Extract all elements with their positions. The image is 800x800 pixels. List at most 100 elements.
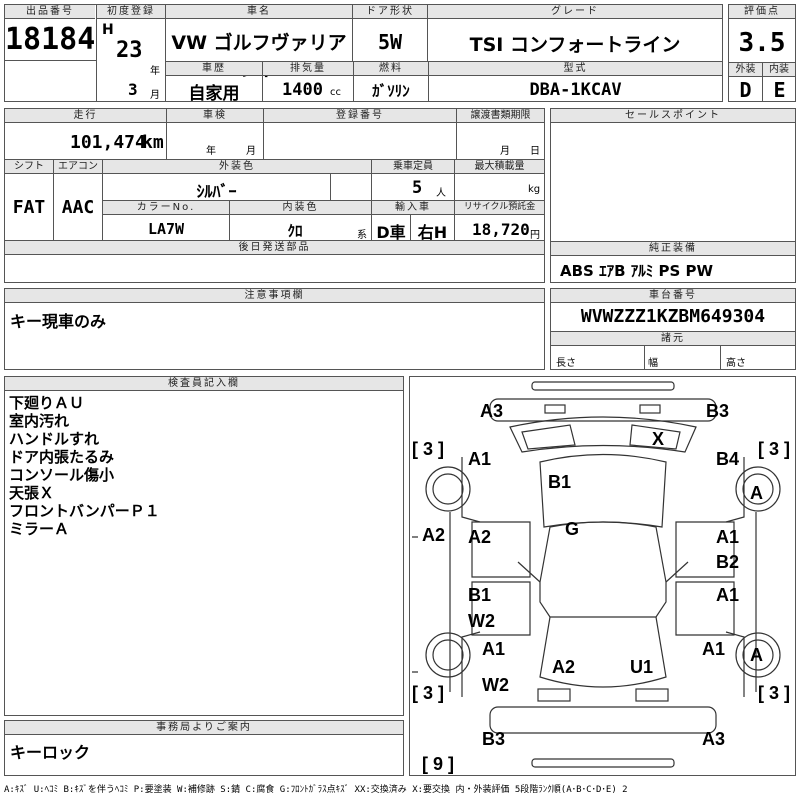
- import-maker: D車: [376, 223, 406, 242]
- capacity-label: 乗車定員: [372, 160, 454, 174]
- caution-text: キー現車のみ: [10, 312, 107, 331]
- reg-month-unit: 月: [150, 90, 160, 101]
- color-no: LA7W: [147, 220, 185, 238]
- inspector-line: 下廻りＡＵ: [9, 394, 85, 412]
- office-text: キーロック: [10, 743, 91, 762]
- grade-label: グレード: [428, 5, 722, 19]
- regno-label: 登録番号: [264, 109, 456, 123]
- inspector-notes: 下廻りＡＵ 室内汚れ ハンドルすれ ドア内張たるみ コンソール傷小 天張Ｘ フロ…: [9, 394, 160, 538]
- displacement: 1400: [282, 80, 323, 100]
- shift: FAT: [12, 197, 46, 218]
- dims-label: 諸元: [551, 332, 795, 346]
- import-label: 輸入車: [372, 201, 454, 215]
- dim-length: 長さ: [556, 358, 576, 369]
- color-no-label: カラーNo.: [103, 201, 229, 215]
- model-code: DBA-1KCAV: [529, 80, 622, 100]
- int-color: ｸﾛ: [287, 222, 303, 240]
- shift-label: シフト: [5, 160, 53, 174]
- mark-b1-rear-door-left: B1: [468, 585, 492, 605]
- mark-b3-rear-left: B3: [482, 729, 506, 749]
- mark-a1-rear-right: A1: [702, 639, 726, 659]
- insp-year: 年: [206, 146, 216, 157]
- mark-count-tl: [ 3 ]: [412, 439, 445, 459]
- ext-color-label: 外装色: [103, 160, 371, 174]
- inspector-line: ハンドルすれ: [9, 430, 100, 448]
- vin-label: 車台番号: [551, 289, 795, 303]
- load-label: 最大積載量: [455, 160, 544, 174]
- mark-a1-front-door-right: A1: [716, 527, 740, 547]
- lot-label: 出品番号: [5, 5, 95, 19]
- door-label: ドア形状: [353, 5, 427, 19]
- int-color-unit: 系: [357, 230, 367, 241]
- history: 自家用: [188, 84, 240, 104]
- transfer-label: 譲渡書類期限: [457, 109, 544, 123]
- mark-w2-rear-left: W2: [482, 675, 509, 695]
- door-type: 5W: [377, 30, 403, 54]
- fuel: ｶﾞｿﾘﾝ: [372, 82, 410, 100]
- inspector-line: ミラーＡ: [9, 520, 70, 538]
- damage-diagram: A3 B3 X [ 3 ] [ 3 ] A1 B4 A B1 G A2 A2 A…: [409, 376, 796, 776]
- mark-a1-rear-left: A1: [482, 639, 506, 659]
- header-block: [4, 4, 723, 102]
- mileage-unit: km: [142, 132, 164, 153]
- mark-count-bottom: [ 9 ]: [422, 754, 455, 774]
- int-color-label: 内装色: [230, 201, 371, 215]
- ext-color: ｼﾙﾊﾞｰ: [196, 182, 237, 201]
- fuel-label: 燃料: [354, 62, 428, 76]
- reg-label: 初度登録: [97, 5, 165, 19]
- model-label: 型式: [429, 62, 722, 76]
- inspector-line: 天張Ｘ: [9, 484, 55, 502]
- insp-month: 月: [246, 146, 256, 157]
- mark-x-front: X: [652, 429, 665, 449]
- inspector-line: フロントバンパーＰ１: [9, 502, 160, 520]
- mark-u1-rear: U1: [630, 657, 654, 677]
- dim-width: 幅: [648, 358, 658, 369]
- vin: WVWZZZ1KZBM649304: [580, 306, 766, 327]
- reg-year-unit: 年: [150, 66, 160, 77]
- ext-grade: D: [739, 78, 752, 102]
- mark-count-tr: [ 3 ]: [758, 439, 791, 459]
- sales-label: セールスポイント: [551, 109, 795, 123]
- inspection-label: 車検: [167, 109, 263, 123]
- caution-label: 注意事項欄: [5, 289, 544, 303]
- mark-a3-rear-right: A3: [702, 729, 726, 749]
- reg-era: H: [102, 22, 114, 38]
- recycle-unit: 円: [530, 230, 540, 241]
- capacity-unit: 人: [436, 188, 446, 199]
- mark-b1-hood: B1: [548, 472, 572, 492]
- mark-b3-front-right: B3: [706, 401, 730, 421]
- recycle-fee: 18,720: [472, 220, 530, 239]
- capacity: 5: [412, 178, 423, 198]
- mark-a2-rear: A2: [552, 657, 576, 677]
- inspector-line: コンソール傷小: [9, 466, 115, 484]
- inspector-block: [4, 376, 404, 716]
- int-label: 内装: [762, 63, 795, 77]
- history-label: 車歴: [166, 62, 262, 76]
- equipment: ABS ｴｱB ｱﾙﾐ PS PW: [560, 262, 714, 280]
- mark-a1-rear-door-right: A1: [716, 585, 740, 605]
- ac-label: エアコン: [54, 160, 102, 174]
- lot-number: 18184: [5, 22, 96, 57]
- sales-point-block: [550, 108, 796, 283]
- mileage-label: 走行: [5, 109, 166, 123]
- mark-a2-front-door-left: A2: [468, 527, 492, 547]
- aircon: AAC: [61, 197, 95, 218]
- int-grade: E: [773, 78, 786, 102]
- transfer-day: 日: [530, 146, 540, 157]
- recycle-label: リサイクル預託金: [455, 201, 544, 215]
- import-handle: 右H: [417, 223, 448, 242]
- mark-b4-front-right: B4: [716, 449, 740, 469]
- reg-year: 23: [116, 38, 143, 63]
- mark-b2-front-door-right: B2: [716, 552, 740, 572]
- mark-w2-rear-door-left: W2: [468, 611, 495, 631]
- ext-label: 外装: [729, 63, 762, 77]
- office-label: 事務局よりご案内: [5, 721, 403, 735]
- legend: A:ｷｽﾞ U:ﾍｺﾐ B:ｷｽﾞを伴うﾍｺﾐ P:要塗装 W:補修跡 S:錆 …: [4, 785, 628, 795]
- disp-label: 排気量: [263, 62, 353, 76]
- dim-height: 高さ: [726, 358, 746, 369]
- reg-month: 3: [128, 80, 138, 99]
- parts-label: 後日発送部品: [5, 241, 544, 255]
- load-unit: kg: [528, 184, 541, 195]
- inspector-label: 検査員記入欄: [5, 377, 403, 391]
- mark-count-br: [ 3 ]: [758, 683, 791, 703]
